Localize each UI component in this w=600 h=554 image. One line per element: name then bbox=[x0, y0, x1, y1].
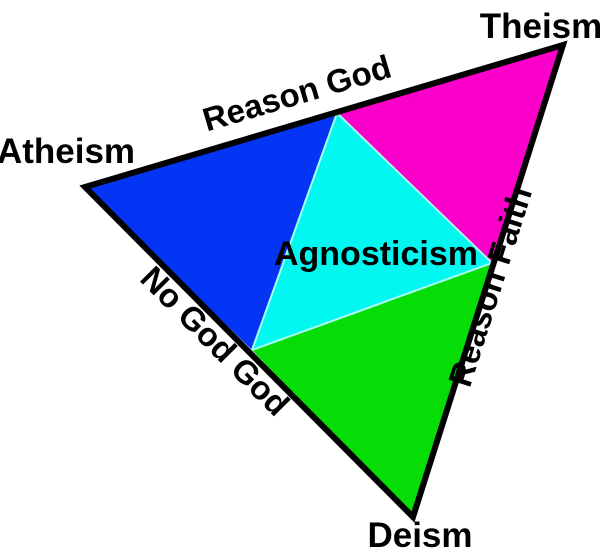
label-agnosticism: Agnosticism bbox=[274, 235, 478, 273]
label-atheism: Atheism bbox=[0, 132, 135, 171]
label-theism: Theism bbox=[480, 7, 600, 46]
region-atheism bbox=[85, 113, 337, 350]
triangle-outline bbox=[79, 40, 568, 523]
region-theism bbox=[337, 45, 563, 263]
label-deism: Deism bbox=[367, 516, 472, 554]
region-agnosticism bbox=[250, 111, 494, 352]
